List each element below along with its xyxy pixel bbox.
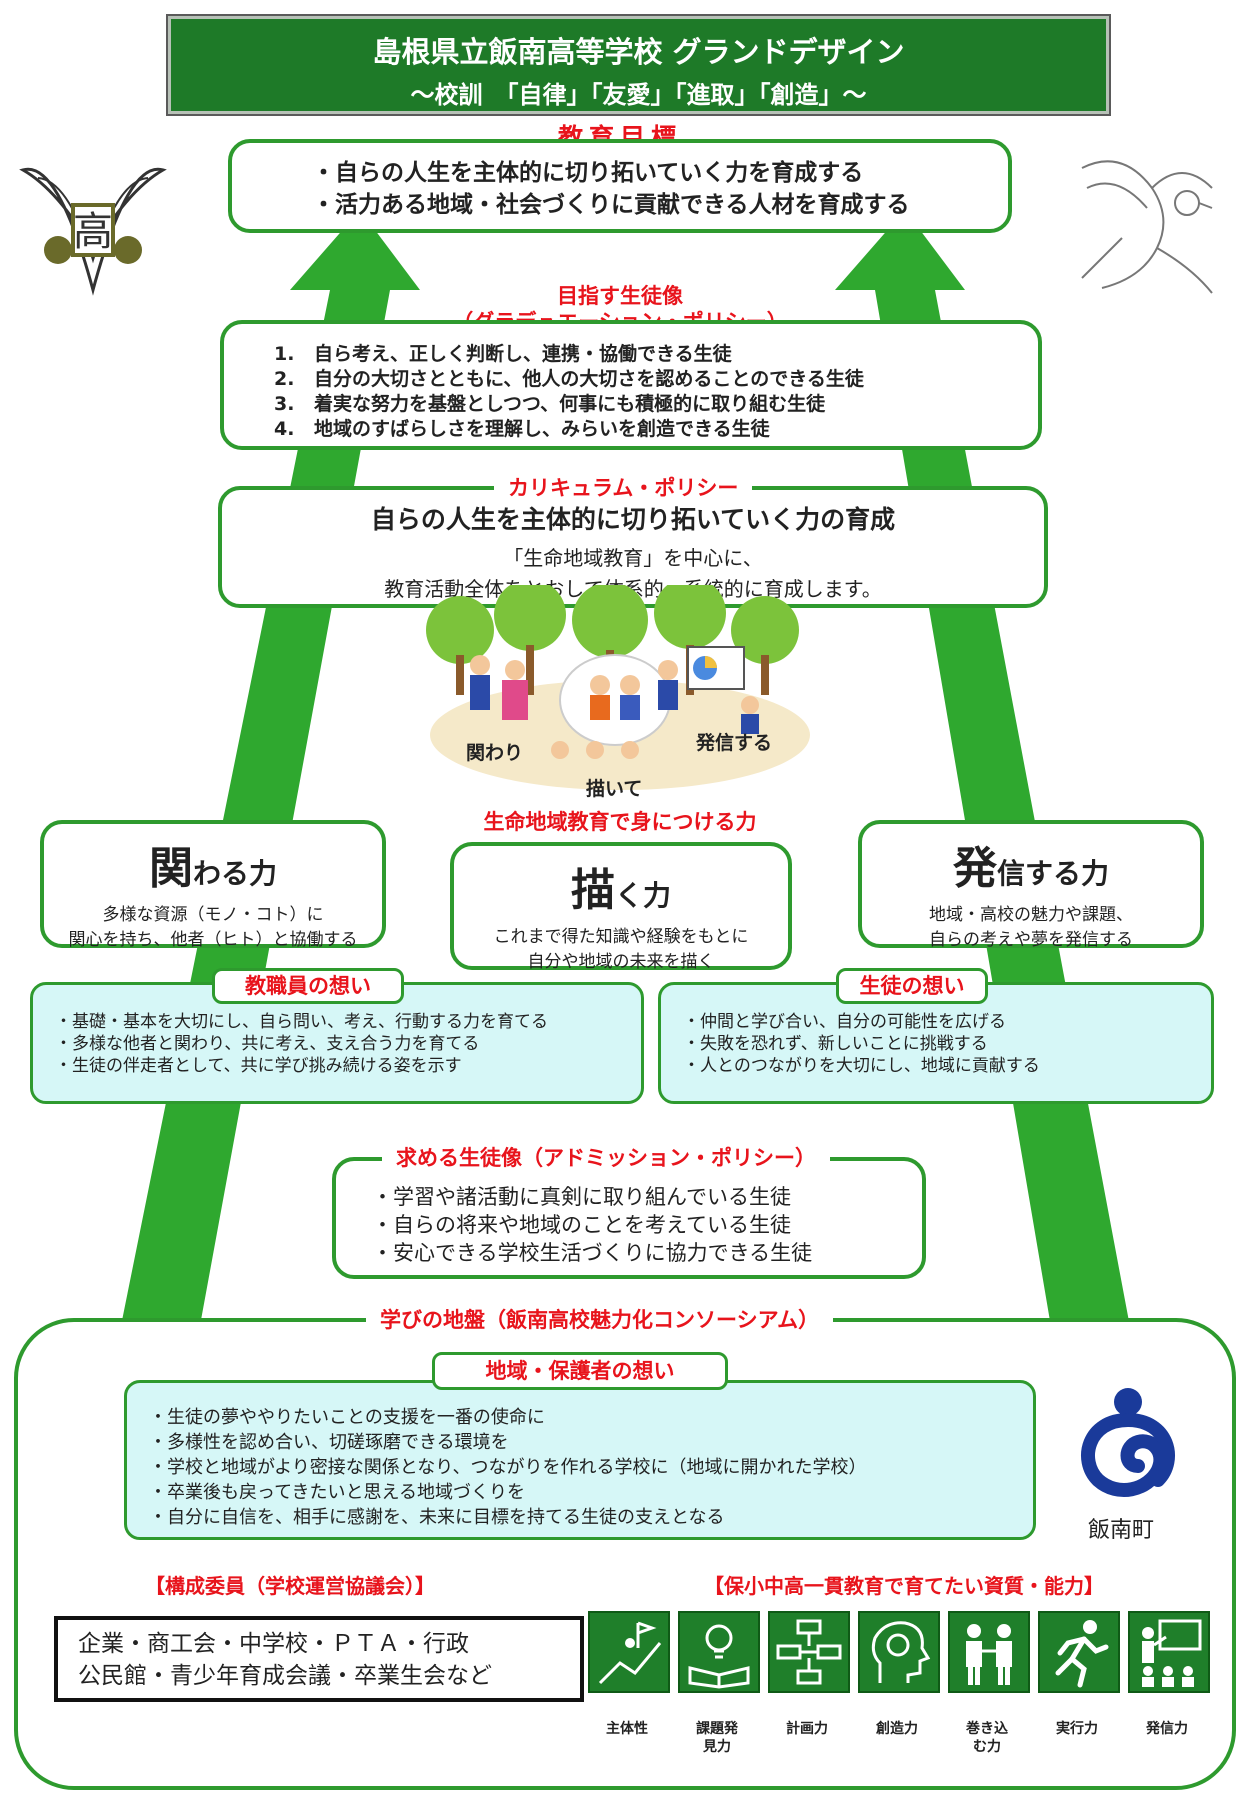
community-wish-item: 多様性を認め合い、切磋琢磨できる環境を <box>149 1430 1033 1455</box>
graduation-policy-box: 1.自ら考え、正しく判断し、連携・協働できる生徒 2.自分の大切さとともに、他人… <box>220 320 1042 450</box>
admission-policy-box: 学習や諸活動に真剣に取り組んでいる生徒 自らの将来や地域のことを考えている生徒 … <box>332 1157 926 1279</box>
staff-wish-item: 生徒の伴走者として、共に学び挑み続ける姿を示す <box>55 1055 641 1077</box>
students-illustration <box>426 585 810 790</box>
community-wishes-heading: 地域・保護者の想い <box>432 1352 728 1390</box>
members-box: 企業・商工会・中学校・ＰＴＡ・行政 公民館・青少年育成会議・卒業生会など <box>54 1616 584 1702</box>
iinan-town-logo <box>1081 1388 1175 1497</box>
admission-item: 学習や諸活動に真剣に取り組んでいる生徒 <box>372 1183 922 1211</box>
graduation-item: 2.自分の大切さとともに、他人の大切さを認めることのできる生徒 <box>274 368 864 390</box>
goal-item: ・自らの人生を主体的に切り拓いていく力を育成する <box>312 160 864 186</box>
members-line: 公民館・青少年育成会議・卒業生会など <box>78 1663 492 1689</box>
staff-wishes-heading: 教職員の想い <box>212 968 404 1004</box>
education-goals-box: ・自らの人生を主体的に切り拓いていく力を育成する ・活力ある地域・社会づくりに貢… <box>228 139 1012 233</box>
lightbulb-book-icon <box>678 1611 760 1693</box>
ability-label: 主体性 <box>606 1721 648 1737</box>
curriculum-policy-box: 自らの人生を主体的に切り拓いていく力の育成 「生命地域教育」を中心に、 教育活動… <box>218 486 1048 608</box>
members-heading: 【構成委員（学校運営協議会）】 <box>145 1574 435 1598</box>
staff-wish-item: 多様な他者と関わり、共に考え、支え合う力を育てる <box>55 1033 641 1055</box>
header-banner: 島根県立飯南高等学校 グランドデザイン ～校訓 「自律」「友愛」「進取」「創造」… <box>168 16 1109 114</box>
flowchart-icon <box>768 1611 850 1693</box>
community-wish-item: 学校と地域がより密接な関係となり、つながりを作れる学校に（地域に開かれた学校） <box>149 1455 1033 1480</box>
ability-label: 創造力 <box>876 1721 918 1737</box>
ability-label: 発信力 <box>1146 1721 1188 1737</box>
town-name: 飯南町 <box>1088 1518 1155 1543</box>
brain-head-icon <box>858 1611 940 1693</box>
two-people-icon <box>948 1611 1030 1693</box>
phoenix-illustration <box>1081 160 1213 294</box>
ability-label: 巻き込む力 <box>966 1721 1008 1755</box>
illustration-label-left: 関わり <box>466 742 524 764</box>
ability-label: 計画力 <box>786 1721 828 1737</box>
student-wish-item: 失敗を恐れず、新しいことに挑戦する <box>683 1033 1211 1055</box>
community-wishes-box: 生徒の夢ややりたいことの支援を一番の使命に 多様性を認め合い、切磋琢磨できる環境… <box>124 1380 1036 1540</box>
running-person-icon <box>1038 1611 1120 1693</box>
admission-heading: 求める生徒像（アドミッション・ポリシー） <box>382 1142 830 1172</box>
graduation-item: 4.地域のすばらしさを理解し、みらいを創造できる生徒 <box>274 418 770 440</box>
graduation-item: 3.着実な努力を基盤としつつ、何事にも積極的に取り組む生徒 <box>274 393 826 415</box>
illustration-label-right: 発信する <box>696 732 773 754</box>
student-wish-item: 仲間と学び合い、自分の可能性を広げる <box>683 1011 1211 1033</box>
members-line: 企業・商工会・中学校・ＰＴＡ・行政 <box>78 1631 469 1657</box>
community-wish-item: 卒業後も戻ってきたいと思える地域づくりを <box>149 1480 1033 1505</box>
staff-wishes-box: 基礎・基本を大切にし、自ら問い、考え、行動する力を育てる 多様な他者と関わり、共… <box>30 982 644 1104</box>
skill-card-kakawaru: 関わる力 多様な資源（モノ・コト）に 関心を持ち、他者（ヒト）と協働する <box>40 820 386 950</box>
curriculum-line: 「生命地域教育」を中心に、 <box>503 546 763 570</box>
skill-card-hasshin: 発信する力 地域・高校の魅力や課題、 自らの考えや夢を発信する <box>858 820 1204 950</box>
presenter-icon <box>1128 1611 1210 1693</box>
graduation-item: 1.自ら考え、正しく判断し、連携・協働できる生徒 <box>274 343 732 365</box>
curriculum-heading: カリキュラム・ポリシー <box>494 472 753 502</box>
ability-label: 課題発見力 <box>696 1721 738 1755</box>
abilities-heading: 【保小中高一貫教育で育てたい資質・能力】 <box>704 1574 1104 1598</box>
school-motto: ～校訓 「自律」「友愛」「進取」「創造」～ <box>410 81 867 109</box>
skill-card-egaku: 描く力 これまで得た知識や経験をもとに 自分や地域の未来を描く <box>450 842 792 972</box>
curriculum-title: 自らの人生を主体的に切り拓いていく力の育成 <box>370 505 896 534</box>
foundation-heading: 学びの地盤（飯南高校魅力化コンソーシアム） <box>366 1304 834 1334</box>
graduation-heading: 目指す生徒像 <box>557 284 683 308</box>
staff-wish-item: 基礎・基本を大切にし、自ら問い、考え、行動する力を育てる <box>55 1011 641 1033</box>
illustration-label-center: 描いて <box>586 778 643 800</box>
community-wish-item: 生徒の夢ややりたいことの支援を一番の使命に <box>149 1405 1033 1430</box>
svg-text:高: 高 <box>73 209 113 255</box>
flag-climber-icon <box>588 1611 670 1693</box>
page-title: 島根県立飯南高等学校 グランドデザイン <box>372 35 905 69</box>
school-emblem-logo: 高 <box>19 167 167 296</box>
student-wishes-heading: 生徒の想い <box>836 968 988 1004</box>
ability-label: 実行力 <box>1056 1721 1098 1737</box>
admission-item: 自らの将来や地域のことを考えている生徒 <box>372 1211 922 1239</box>
admission-item: 安心できる学校生活づくりに協力できる生徒 <box>372 1239 922 1267</box>
student-wish-item: 人とのつながりを大切にし、地域に貢献する <box>683 1055 1211 1077</box>
goal-item: ・活力ある地域・社会づくりに貢献できる人材を育成する <box>312 192 910 218</box>
community-wish-item: 自分に自信を、相手に感謝を、未来に目標を持てる生徒の支えとなる <box>149 1505 1033 1530</box>
skills-heading: 生命地域教育で身につける力 <box>483 810 757 834</box>
